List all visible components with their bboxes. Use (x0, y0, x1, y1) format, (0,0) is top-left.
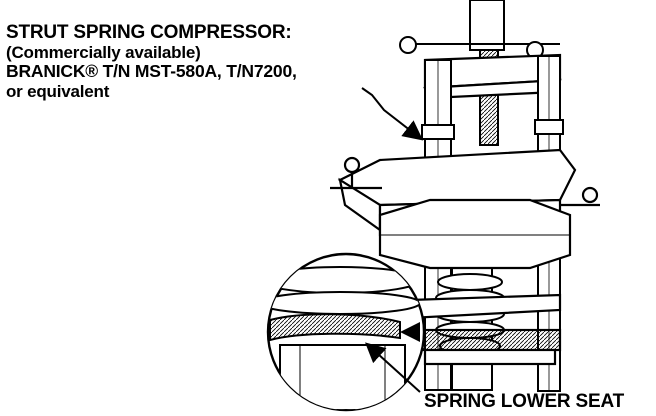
tool-callout-part-numbers: BRANICK® T/N MST-580A, T/N7200, (6, 61, 297, 82)
seat-leader (365, 342, 421, 393)
lower-base (408, 293, 562, 366)
tool-leader (361, 87, 424, 141)
tool-callout-equivalent: or equivalent (6, 81, 110, 101)
tool-callout-availability: (Commercially available) (6, 43, 201, 63)
tool-callout: STRUT SPRING COMPRESSOR: (Commercially a… (6, 22, 386, 101)
lower-clamp (378, 198, 572, 270)
spring-lower-seat-callout: SPRING LOWER SEAT (424, 391, 624, 412)
detail-magnifier (266, 252, 426, 412)
tool-callout-title: STRUT SPRING COMPRESSOR: (6, 22, 292, 43)
